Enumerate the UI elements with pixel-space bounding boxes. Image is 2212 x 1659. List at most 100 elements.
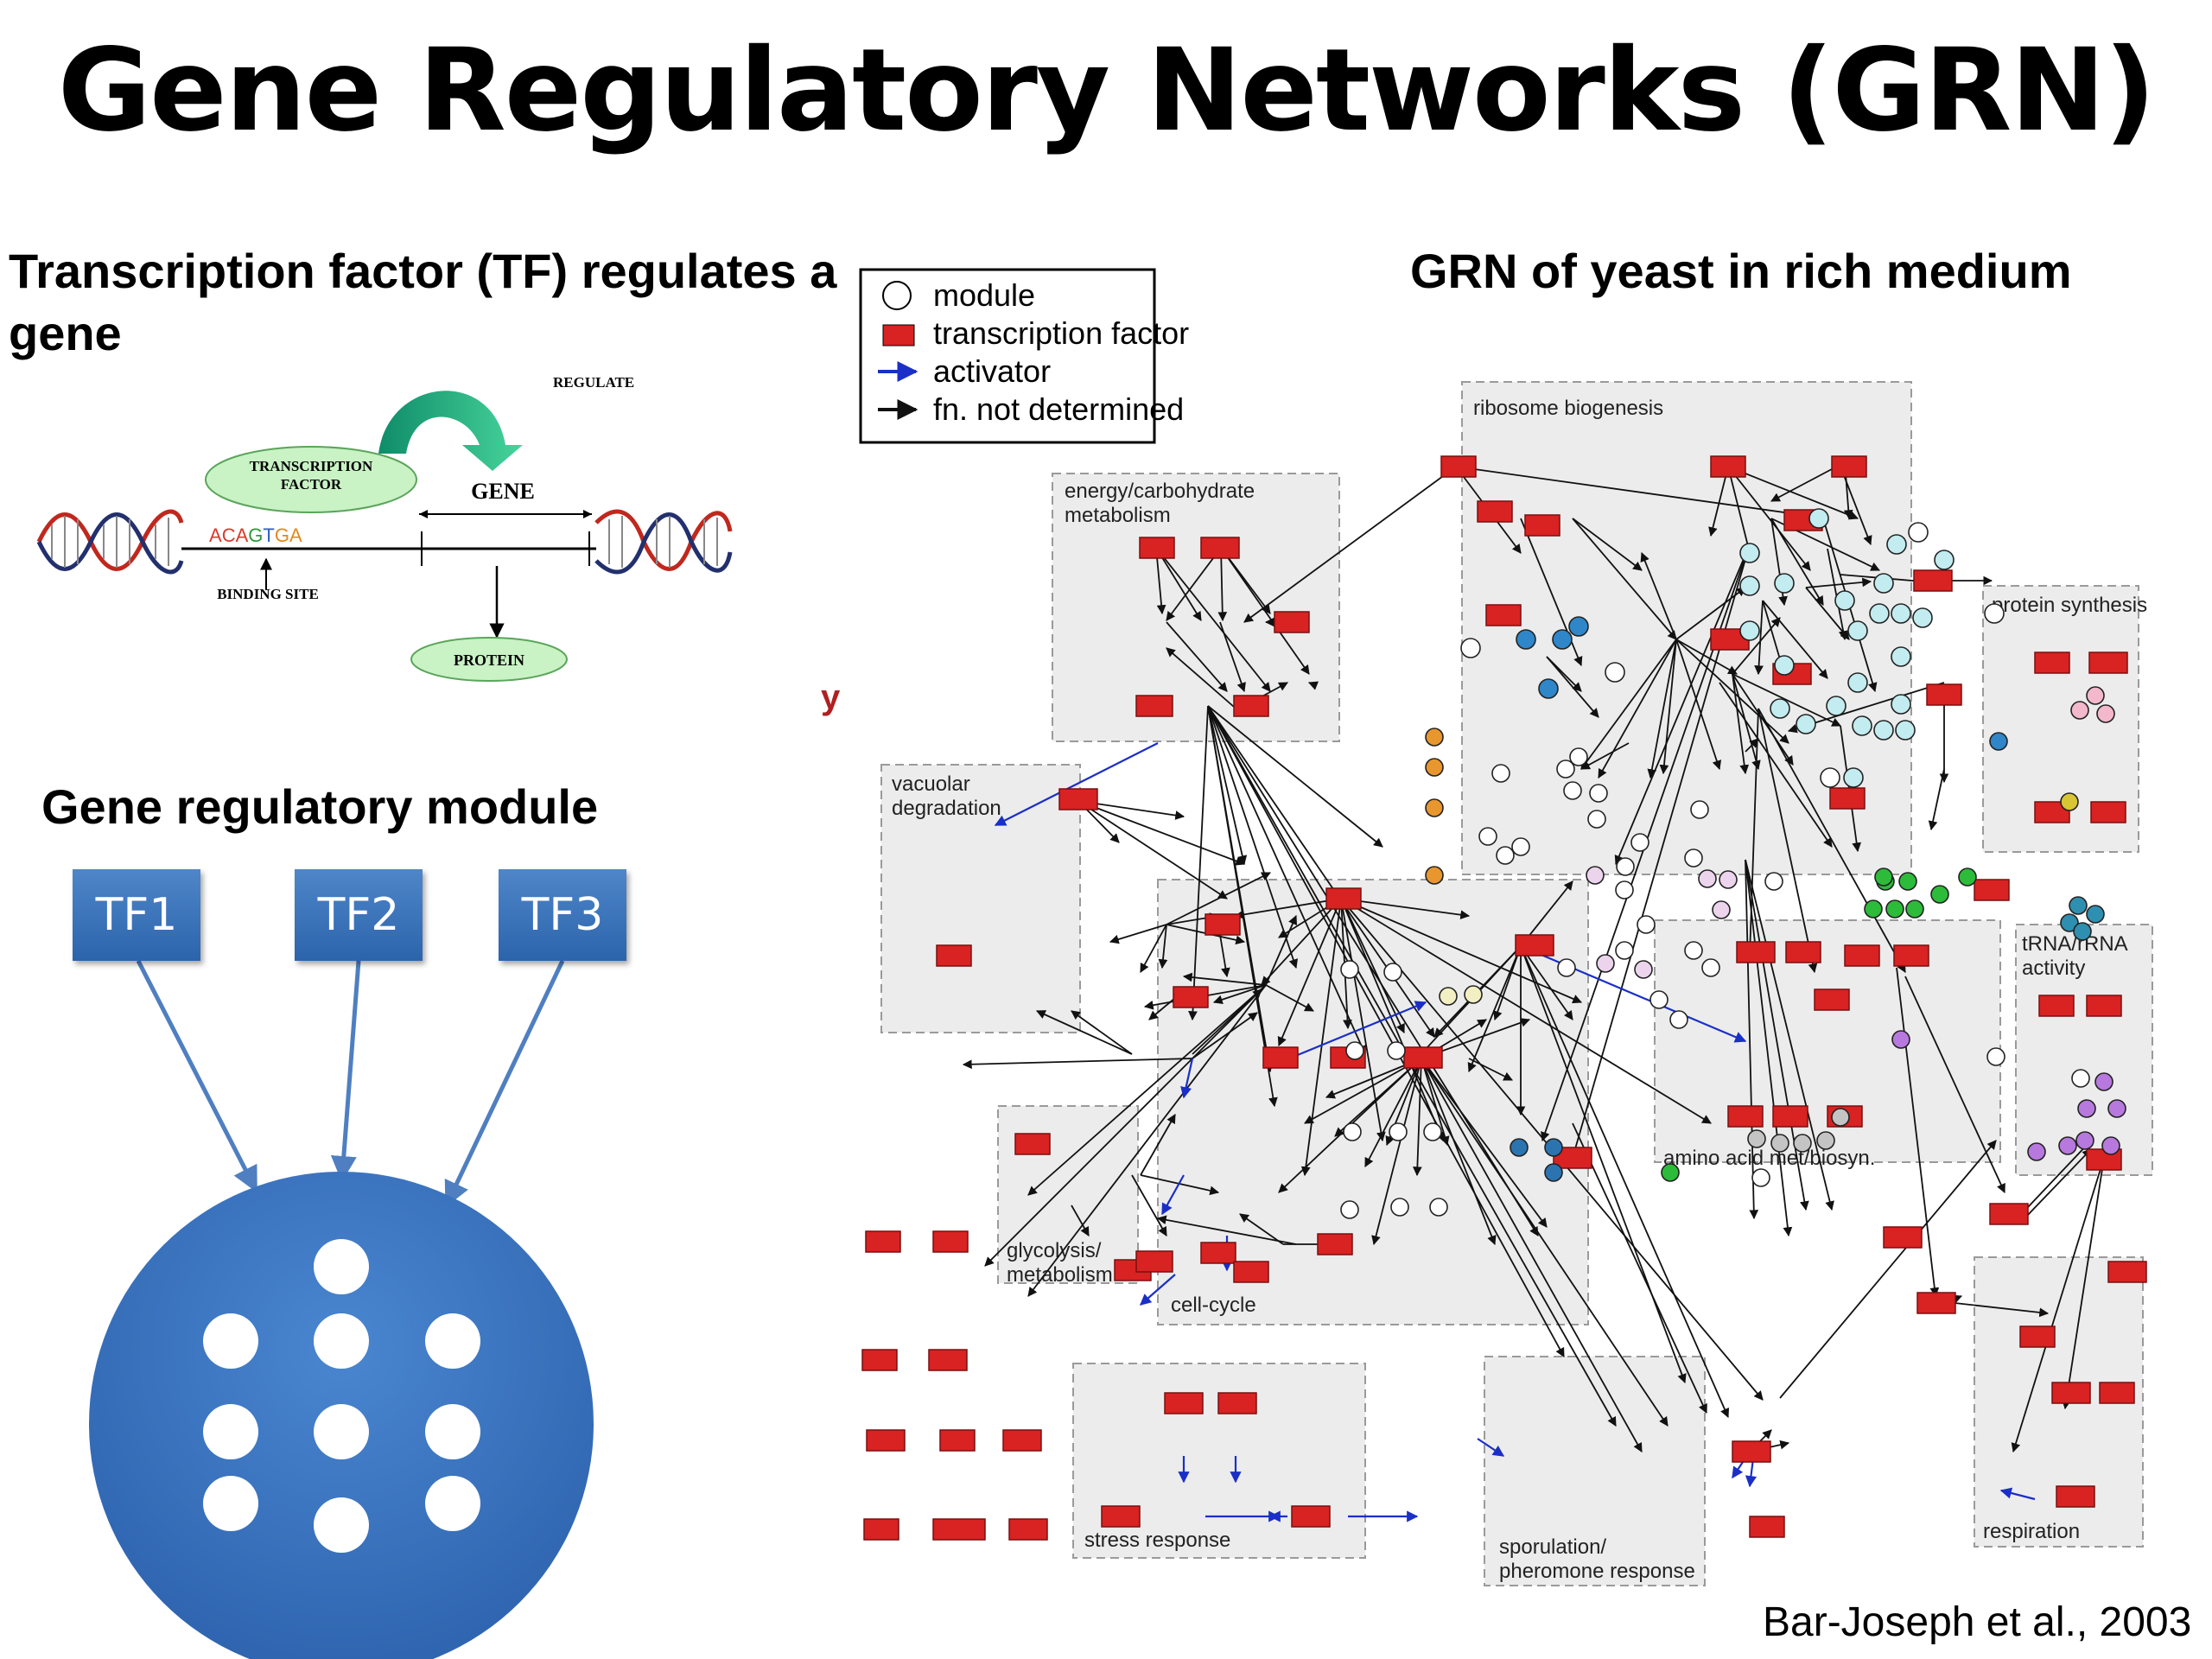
- module-node: [1439, 987, 1458, 1006]
- tf-node: [1164, 1392, 1204, 1414]
- tf-node: [1008, 1518, 1048, 1541]
- module-node: [1425, 758, 1444, 777]
- tf-node: [932, 1230, 969, 1253]
- module-node: [1873, 720, 1894, 741]
- tf-node: [1058, 788, 1098, 810]
- module-node: [2086, 905, 2105, 924]
- module-node: [1511, 837, 1530, 856]
- gene-label: GENE: [471, 479, 535, 504]
- module-node: [1661, 1163, 1680, 1182]
- label-energy-2: metabolism: [1065, 504, 1171, 527]
- tf-node: [1974, 879, 2010, 901]
- module-node: [2107, 1099, 2126, 1118]
- module-gene-node: [203, 1476, 258, 1531]
- module-gene-node: [203, 1404, 258, 1459]
- tf-node: [939, 1429, 976, 1452]
- module-gene-node: [425, 1313, 480, 1369]
- tf-node: [2090, 801, 2126, 823]
- module-node: [1751, 1168, 1770, 1187]
- tf2-box: TF2: [295, 869, 423, 961]
- module-node: [1764, 872, 1783, 891]
- module-gene-node: [314, 1404, 369, 1459]
- module-node: [1669, 1010, 1688, 1029]
- module-node: [1770, 1134, 1789, 1153]
- stray-mark: y: [821, 678, 841, 716]
- tf-node: [1291, 1505, 1331, 1528]
- tf-node: [1749, 1516, 1785, 1538]
- module-node: [2094, 1072, 2113, 1091]
- module-node: [1538, 678, 1559, 699]
- tf-node: [1485, 604, 1522, 626]
- tf-node: [1477, 500, 1513, 523]
- module-node: [1808, 508, 1829, 529]
- label-stress: stress response: [1084, 1529, 1230, 1552]
- module-node: [1719, 870, 1738, 889]
- module-node: [1464, 985, 1483, 1004]
- tf-node: [1200, 537, 1240, 559]
- tf-node: [1524, 514, 1560, 537]
- tf-node: [1736, 941, 1776, 963]
- tf-node: [1262, 1046, 1299, 1069]
- tf-label-line2: FACTOR: [281, 476, 342, 493]
- module-node: [1460, 638, 1481, 658]
- label-glycolysis-2: metabolism: [1007, 1263, 1113, 1287]
- tf1-arrow: [136, 959, 257, 1193]
- legend-module-icon: [882, 281, 912, 310]
- tf-node: [863, 1518, 899, 1541]
- module-node: [1557, 958, 1576, 977]
- tf-node: [1135, 1250, 1173, 1273]
- regulate-label: REGULATE: [553, 374, 634, 391]
- module-node: [1852, 715, 1872, 736]
- module-node: [1389, 1122, 1408, 1141]
- module-node: [1898, 872, 1917, 891]
- module-node: [1770, 698, 1790, 719]
- module-gene-node: [314, 1313, 369, 1369]
- module-node: [1516, 629, 1536, 650]
- tf-node: [1173, 986, 1209, 1008]
- module-node: [1596, 954, 1615, 973]
- activator-edges: [994, 742, 2036, 1522]
- legend-activator: activator: [933, 353, 1051, 389]
- module-node: [1568, 616, 1589, 637]
- legend-module: module: [933, 277, 1035, 313]
- tf-node: [1913, 569, 1953, 592]
- module-node: [2073, 922, 2092, 941]
- module-node: [1605, 662, 1625, 683]
- module-node: [1847, 672, 1868, 693]
- module-node: [1891, 603, 1911, 624]
- module-node: [1895, 720, 1916, 741]
- dna-helix-right: [594, 509, 733, 575]
- module-node: [1630, 833, 1649, 852]
- module-gene-node: [425, 1476, 480, 1531]
- label-sporulation-2: pheromone response: [1499, 1560, 1695, 1583]
- tf-node: [2038, 995, 2075, 1017]
- module-node: [1383, 963, 1402, 982]
- module-node: [1343, 1122, 1362, 1141]
- tf-node: [1883, 1226, 1923, 1249]
- module-node: [1796, 714, 1816, 734]
- module-node: [1774, 573, 1795, 594]
- tf-node: [1139, 537, 1175, 559]
- module-gene-node: [425, 1404, 480, 1459]
- module-node: [1739, 620, 1760, 641]
- tf2-arrow: [330, 960, 361, 1182]
- tf-regulation-diagram: REGULATE TRANSCRIPTION FACTOR GENE ACAGT…: [36, 374, 733, 682]
- module-node: [1739, 543, 1760, 563]
- label-glycolysis-1: glycolysis/: [1007, 1239, 1102, 1262]
- module-node: [1958, 868, 1977, 887]
- tf-node: [1233, 1261, 1269, 1283]
- tf-nodes: [861, 455, 2147, 1541]
- module-node: [2060, 913, 2079, 932]
- label-ribosome: ribosome biogenesis: [1473, 397, 1663, 420]
- module-node: [1834, 590, 1855, 611]
- tf-node: [1926, 683, 1962, 706]
- module-node: [1425, 728, 1444, 747]
- module-diagram: [89, 959, 594, 1659]
- module-node: [1340, 960, 1359, 979]
- module-sporulation: [1484, 1356, 1706, 1586]
- module-node: [1793, 1134, 1812, 1153]
- tf-node: [1844, 944, 1880, 967]
- tf-node: [1135, 695, 1173, 717]
- module-gene-node: [314, 1497, 369, 1553]
- module-node: [1989, 732, 2008, 751]
